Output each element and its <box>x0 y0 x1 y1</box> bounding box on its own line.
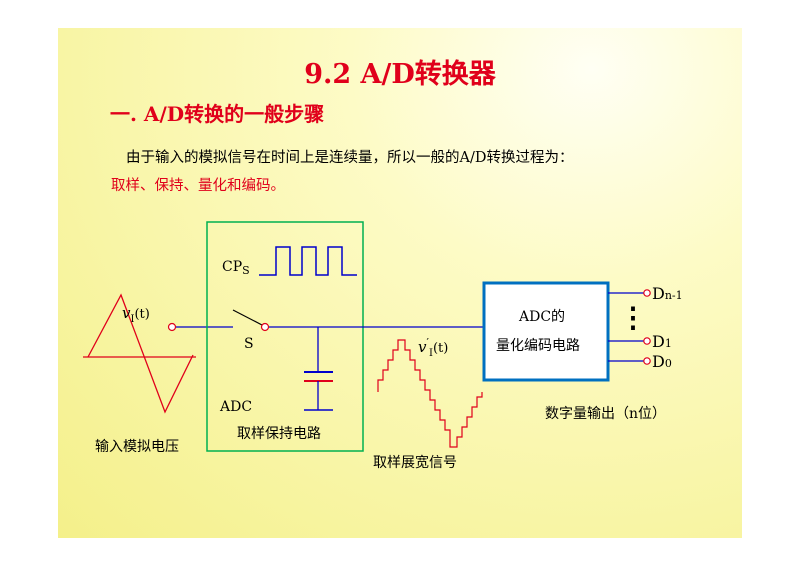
output-terminal-dn1 <box>643 289 651 297</box>
output-label-d0: D0 <box>652 352 672 371</box>
sampled-signal-caption: 取样展宽信号 <box>373 454 457 471</box>
input-terminal <box>167 322 177 332</box>
input-analog-waveform <box>87 293 194 414</box>
output-caption: 数字量输出（n位） <box>545 406 666 422</box>
switch-blade <box>232 309 263 326</box>
adc-encoder-box <box>482 281 610 382</box>
sampled-signal-label: v′I(t) <box>418 336 448 359</box>
input-caption: 输入模拟电压 <box>95 439 179 455</box>
adc-box-line1: ADC的 <box>518 309 565 325</box>
slide-title: 9.2 A/D转换器 <box>304 59 496 90</box>
output-ellipsis: ⋮ <box>619 301 647 334</box>
input-signal-label: vI(t) <box>122 304 150 325</box>
output-label-dn1: Dn-1 <box>652 284 683 303</box>
sampled-staircase-signal <box>377 339 483 448</box>
switch-label: S <box>244 336 254 352</box>
sample-hold-caption: 取样保持电路 <box>237 426 321 442</box>
slide-background <box>58 28 742 538</box>
sample-hold-box <box>206 221 364 452</box>
adc-box-line2: 量化编码电路 <box>496 338 580 354</box>
output-terminal-d1 <box>643 337 651 345</box>
section-heading: 一. A/D转换的一般步骤 <box>110 102 325 126</box>
clock-pulse-train <box>259 246 357 276</box>
intro-paragraph-steps: 取样、保持、量化和编码。 <box>111 178 285 194</box>
clock-label: CPS <box>222 259 250 277</box>
switch-terminal <box>260 322 270 332</box>
output-label-d1: D1 <box>652 332 672 351</box>
sample-hold-adc-label: ADC <box>219 399 252 415</box>
intro-paragraph: 由于输入的模拟信号在时间上是连续量，所以一般的A/D转换过程为： <box>126 150 574 166</box>
output-terminal-d0 <box>643 357 651 365</box>
